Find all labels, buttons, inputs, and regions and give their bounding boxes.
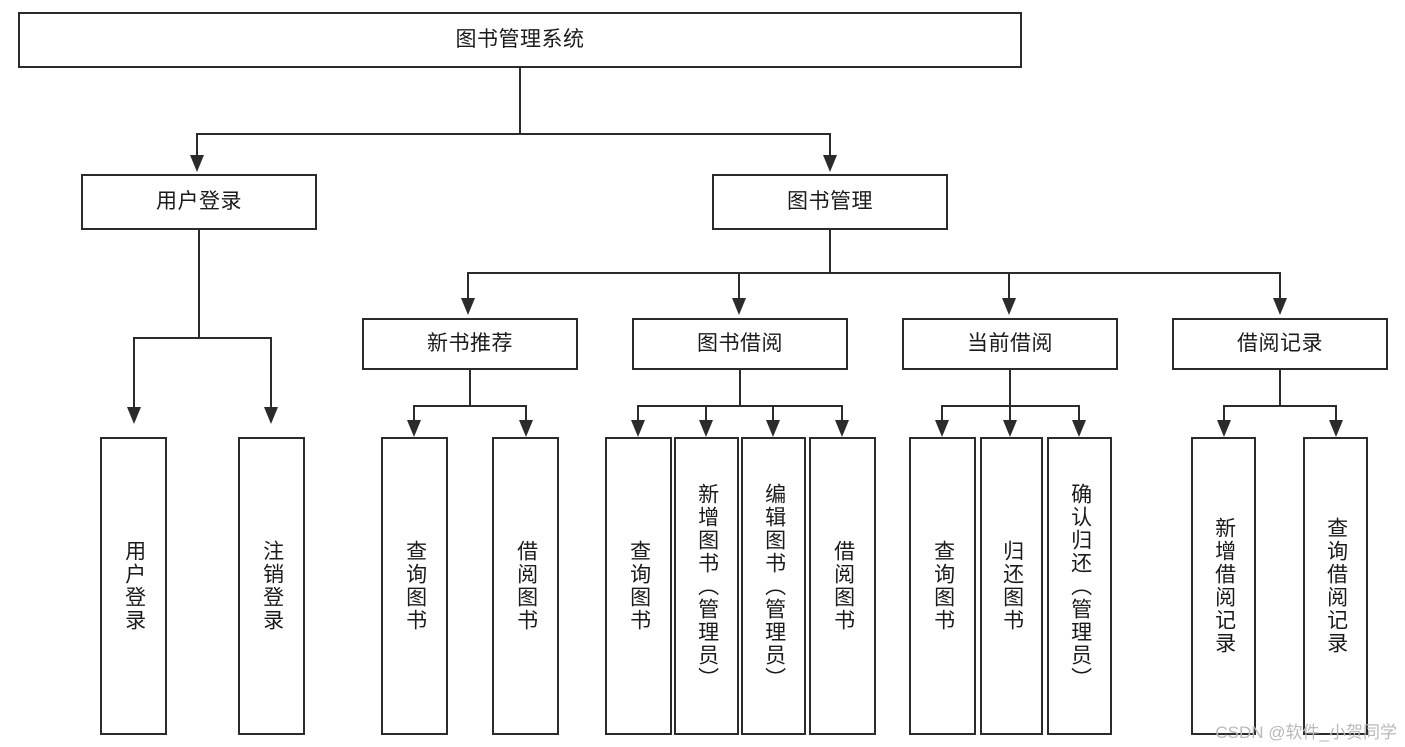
node-book-management[interactable]: 图书管理 [712,174,948,230]
node-leaf-return-book[interactable]: 归还图书 [980,437,1043,735]
node-leaf-borrow-book-2[interactable]: 借阅图书 [809,437,876,735]
edge-to-book-borrow [738,272,740,300]
edge-book-borrow-drop-2 [705,405,707,425]
edge-new-book-recommend-drop-2 [525,405,527,425]
edge-current-borrow-drop-1 [941,405,943,425]
edge-new-book-recommend-stem [469,370,471,406]
node-book-borrow[interactable]: 图书借阅 [632,318,848,370]
arrowhead-leaf-confirm-return [1072,420,1086,437]
node-root-system[interactable]: 图书管理系统 [18,12,1022,68]
edge-user-login-stem [198,230,200,338]
edge-user-login-bar [134,337,272,339]
node-label: 新书推荐 [427,332,513,356]
arrowhead-leaf-return-book [1003,420,1017,437]
edge-book-management-stem [829,230,831,273]
node-user-login[interactable]: 用户登录 [81,174,317,230]
node-label: 查询借阅记录 [1324,517,1348,655]
node-new-book-recommend[interactable]: 新书推荐 [362,318,578,370]
arrowhead-leaf-query-book-1 [407,420,421,437]
arrowhead-to-current-borrow [1002,298,1016,315]
node-leaf-confirm-return[interactable]: 确认归还（管理员） [1047,437,1112,735]
node-leaf-query-book-1[interactable]: 查询图书 [381,437,448,735]
arrowhead-leaf-add-book [699,420,713,437]
node-label: 借阅图书 [514,540,538,632]
edge-book-borrow-drop-1 [637,405,639,425]
edge-user-login-drop-1 [133,337,135,409]
edge-borrow-record-drop-2 [1335,405,1337,425]
arrowhead-leaf-query-record [1329,420,1343,437]
node-leaf-query-book-2[interactable]: 查询图书 [605,437,672,735]
node-label: 新增借阅记录 [1212,517,1236,655]
node-leaf-borrow-book-1[interactable]: 借阅图书 [492,437,559,735]
edge-book-borrow-stem [739,370,741,406]
arrowhead-to-borrow-record [1273,298,1287,315]
node-leaf-query-book-3[interactable]: 查询图书 [909,437,976,735]
edge-level2-bar [197,133,831,135]
node-borrow-record[interactable]: 借阅记录 [1172,318,1388,370]
node-leaf-query-record[interactable]: 查询借阅记录 [1303,437,1368,735]
edge-to-borrow-record [1279,272,1281,300]
arrowhead-leaf-borrow-book-1 [519,420,533,437]
node-label: 确认归还（管理员） [1068,482,1092,690]
edge-borrow-record-stem [1279,370,1281,406]
node-label: 查询图书 [627,540,651,632]
arrowhead-to-user-login [190,155,204,172]
node-label: 借阅图书 [831,540,855,632]
node-label: 图书借阅 [697,332,783,356]
edge-current-borrow-drop-2 [1009,405,1011,425]
arrowhead-leaf-query-book-2 [631,420,645,437]
edge-to-current-borrow [1008,272,1010,300]
edge-to-new-book-recommend [467,272,469,300]
node-label: 借阅记录 [1237,332,1323,356]
node-label: 图书管理 [787,190,873,214]
node-leaf-edit-book[interactable]: 编辑图书（管理员） [741,437,806,735]
edge-current-borrow-bar [942,405,1080,407]
edge-user-login-drop-2 [270,337,272,409]
arrowhead-leaf-logout-login [264,407,278,424]
arrowhead-leaf-user-login [127,407,141,424]
node-label: 用户登录 [122,540,146,632]
arrowhead-to-book-management [823,155,837,172]
node-leaf-user-login[interactable]: 用户登录 [100,437,167,735]
arrowhead-leaf-query-book-3 [935,420,949,437]
edge-new-book-recommend-drop-1 [413,405,415,425]
arrowhead-leaf-add-record [1217,420,1231,437]
edge-book-borrow-drop-3 [772,405,774,425]
edge-to-user-login [196,133,198,158]
arrowhead-to-book-borrow [732,298,746,315]
node-label: 查询图书 [403,540,427,632]
node-leaf-add-record[interactable]: 新增借阅记录 [1191,437,1256,735]
watermark-text: CSDN @软件_小贺同学 [1215,723,1397,742]
node-label: 注销登录 [260,540,284,632]
node-label: 新增图书（管理员） [695,482,719,690]
edge-book-borrow-bar [638,405,843,407]
edge-to-book-management [829,133,831,158]
arrowhead-leaf-edit-book [766,420,780,437]
edge-borrow-record-drop-1 [1223,405,1225,425]
arrowhead-leaf-borrow-book-2 [835,420,849,437]
edge-borrow-record-bar [1224,405,1337,407]
edge-root-stem [519,68,521,134]
node-leaf-add-book[interactable]: 新增图书（管理员） [674,437,739,735]
edge-current-borrow-stem [1009,370,1011,406]
node-label: 编辑图书（管理员） [762,482,786,690]
node-label: 用户登录 [156,190,242,214]
node-label: 当前借阅 [967,332,1053,356]
node-label: 查询图书 [931,540,955,632]
node-label: 归还图书 [1000,540,1024,632]
edge-level3-bar [468,272,1281,274]
arrowhead-to-new-book-recommend [461,298,475,315]
node-current-borrow[interactable]: 当前借阅 [902,318,1118,370]
edge-current-borrow-drop-3 [1078,405,1080,425]
node-leaf-logout-login[interactable]: 注销登录 [238,437,305,735]
node-label: 图书管理系统 [455,28,585,52]
edge-new-book-recommend-bar [414,405,527,407]
edge-book-borrow-drop-4 [841,405,843,425]
